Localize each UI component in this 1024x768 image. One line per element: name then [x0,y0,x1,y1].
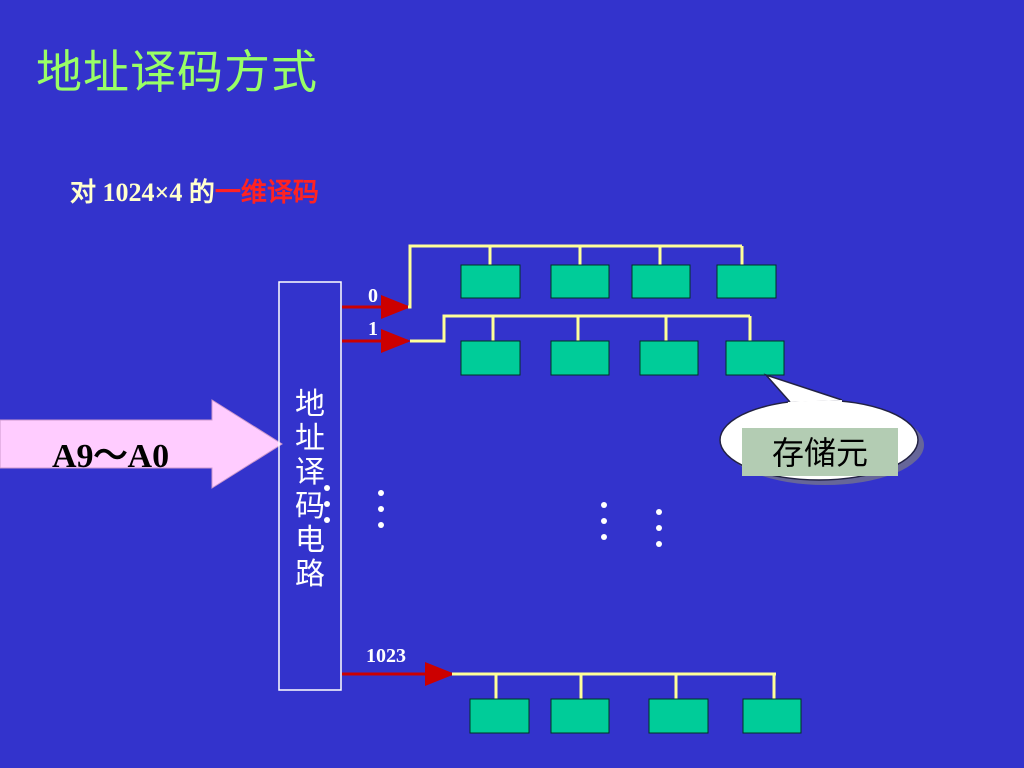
memory-row-1 [410,314,752,343]
memory-row-0 [408,244,744,309]
input-arrow [0,399,283,489]
memory-cell [716,264,777,299]
memory-cell [460,264,521,299]
memory-cell [550,340,610,376]
subtitle-prefix: 对 1024×4 的 [70,178,215,207]
memory-cell [742,698,802,734]
decoder-box [278,281,342,691]
ellipsis-dots [656,509,662,547]
ellipsis-dots [378,490,384,528]
memory-cell [550,698,610,734]
ellipsis-dots [324,485,330,523]
memory-cell [550,264,610,299]
subtitle: 对 1024×4 的一维译码 [70,172,319,209]
storage-element-callout [719,373,924,485]
memory-cell [725,340,785,376]
word-line-0-label: 0 [368,285,378,307]
decoder-label: 地址译码电路 [295,387,325,592]
memory-cell [460,340,521,376]
address-input-label: A9～A0 [52,438,170,475]
memory-cell [648,698,709,734]
storage-element-label: 存储元 [771,434,868,472]
ellipsis-dots [601,502,607,540]
memory-cell [631,264,691,299]
memory-cell [469,698,530,734]
page-title: 地址译码方式 [36,45,318,99]
word-line-1023-label: 1023 [366,645,406,667]
memory-row-1023 [452,672,776,700]
subtitle-highlight: 一维译码 [214,178,319,207]
memory-cell [639,340,699,376]
word-line-1-label: 1 [368,318,378,340]
